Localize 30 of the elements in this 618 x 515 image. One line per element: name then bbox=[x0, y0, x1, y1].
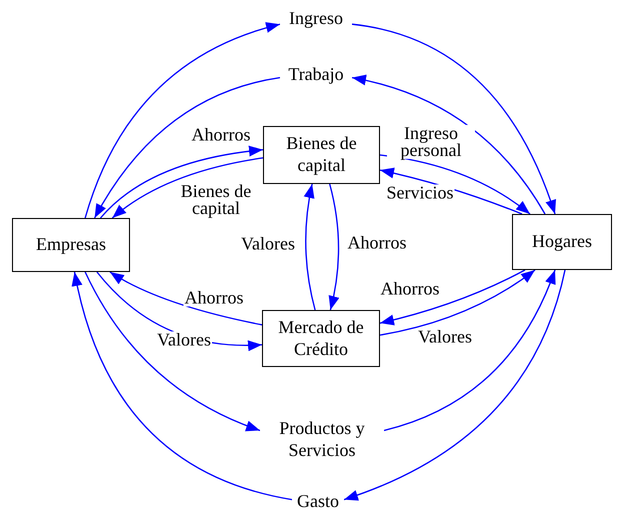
process-box: Hogares bbox=[512, 214, 612, 270]
edge-label: Ahorros bbox=[380, 280, 440, 298]
edge-label: Valores bbox=[156, 331, 212, 349]
edge-label: Ingreso personal bbox=[387, 124, 475, 160]
arrow bbox=[352, 75, 546, 214]
arrow bbox=[94, 76, 280, 218]
process-box: Mercado de Crédito bbox=[262, 310, 380, 367]
arrow bbox=[352, 24, 556, 214]
edge-label: Ahorros bbox=[190, 126, 252, 144]
arrow bbox=[380, 269, 536, 336]
arrow bbox=[380, 168, 522, 215]
arrow bbox=[84, 272, 260, 432]
arrow bbox=[344, 270, 566, 500]
arrow bbox=[100, 146, 264, 218]
arrow bbox=[304, 184, 316, 310]
arrow bbox=[72, 272, 292, 500]
edge-label: Servicios bbox=[386, 184, 454, 202]
arrow bbox=[84, 22, 280, 218]
arrow bbox=[380, 154, 530, 215]
arrow bbox=[112, 157, 264, 218]
arrow bbox=[384, 270, 556, 432]
process-box: Empresas bbox=[12, 218, 130, 272]
edge-label: Valores bbox=[417, 328, 473, 346]
arrow bbox=[328, 184, 340, 310]
edge-label: Ahorros bbox=[184, 289, 244, 307]
edge-label: Ahorros bbox=[346, 234, 408, 252]
edge-label: Valores bbox=[240, 235, 296, 253]
process-box: Bienes de capital bbox=[263, 126, 380, 184]
arrow bbox=[380, 269, 526, 326]
arrow bbox=[110, 271, 262, 326]
